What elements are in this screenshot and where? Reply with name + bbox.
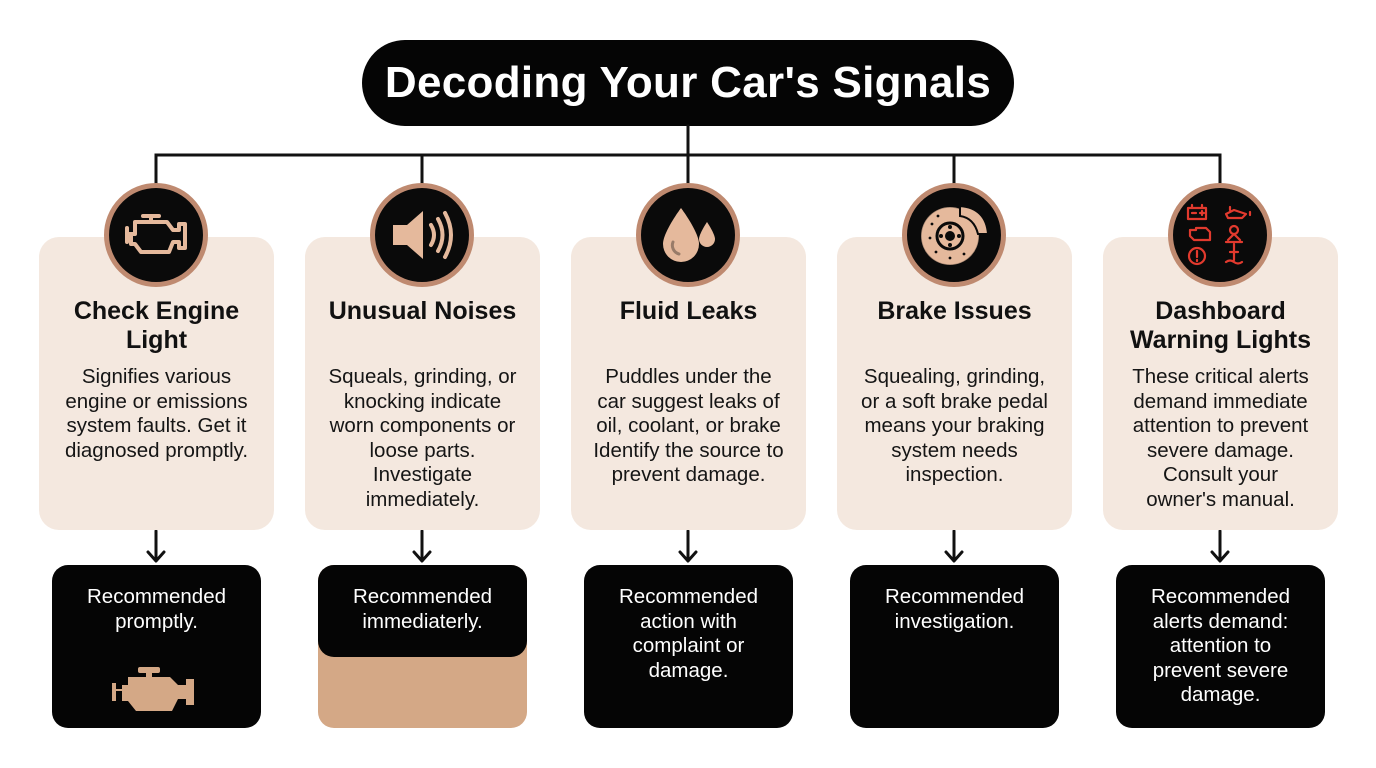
engine-icon — [125, 214, 187, 254]
card-title: Fluid Leaks — [619, 297, 758, 325]
arrow-down-icon-1 — [146, 529, 166, 563]
title-banner: Decoding Your Car's Signals — [362, 40, 1014, 126]
speaker-icon — [393, 211, 453, 259]
arrow-down-icon-4 — [944, 529, 964, 563]
arrow-down-icon-3 — [678, 529, 698, 563]
engine-icon-badge — [104, 183, 208, 287]
brake-disc-icon — [920, 204, 990, 266]
action-box-header — [318, 565, 527, 657]
fluid-drop-icon-badge — [636, 183, 740, 287]
arrow-down-icon-5 — [1210, 529, 1230, 563]
arrow-down-icon-2 — [412, 529, 432, 563]
card-title: Brake Issues — [877, 297, 1032, 325]
fluid-drop-icon — [663, 208, 715, 262]
engine-icon — [112, 667, 194, 711]
dashboard-lights-icon-badge — [1168, 183, 1272, 287]
brake-disc-icon-badge — [902, 183, 1006, 287]
page-title: Decoding Your Car's Signals — [384, 58, 992, 107]
card-description: Squealing, grinding,or a soft brake peda… — [861, 365, 1048, 487]
card-title: Unusual Noises — [328, 297, 517, 325]
dashboard-lights-icon — [1186, 203, 1252, 266]
speaker-icon-badge — [370, 183, 474, 287]
